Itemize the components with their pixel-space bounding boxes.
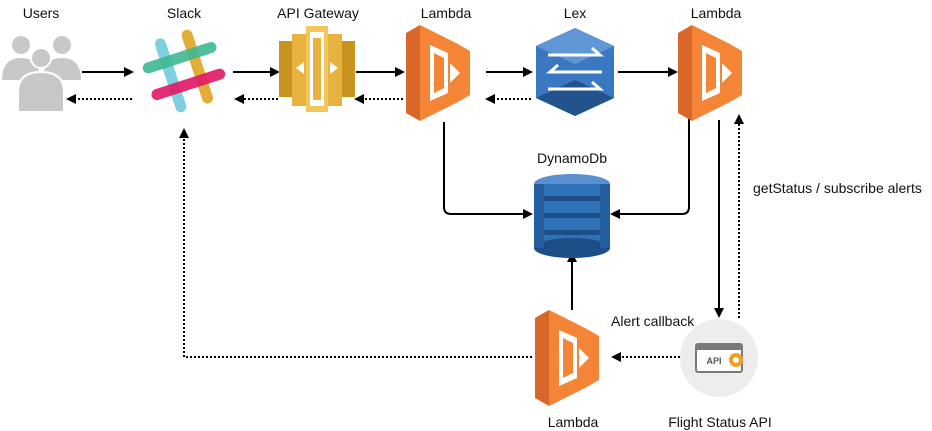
users-icon <box>2 36 81 113</box>
lambda-icon <box>678 25 742 121</box>
lambda-icon <box>406 25 470 121</box>
alert-callback-label: Alert callback <box>611 313 695 329</box>
lambda-icon <box>535 310 599 406</box>
callback-lambda3-to-slack <box>179 128 532 358</box>
slack-label: Slack <box>166 5 202 21</box>
api-badge: API <box>706 356 721 366</box>
get-status-label: getStatus / subscribe alerts <box>753 180 922 196</box>
api-gear-icon: API <box>680 319 758 397</box>
lambda-label-2: Lambda <box>690 5 742 21</box>
lambda-label-3: Lambda <box>547 414 599 430</box>
dynamodb-label: DynamoDb <box>536 150 608 166</box>
lex-label: Lex <box>563 5 587 21</box>
api-gateway-icon <box>279 26 355 112</box>
users-label: Users <box>22 5 60 21</box>
arrow-lambda1-to-dynamodb <box>443 122 533 219</box>
flight-status-api-label: Flight Status API <box>668 414 772 430</box>
edges <box>66 67 744 362</box>
api-gateway-label: API Gateway <box>277 5 359 21</box>
dynamodb-icon <box>534 174 610 258</box>
lex-icon <box>536 28 614 116</box>
arrow-lambda2-to-dynamodb <box>610 104 690 219</box>
lambda-label-1: Lambda <box>420 5 472 21</box>
slack-logo-icon <box>142 29 226 113</box>
